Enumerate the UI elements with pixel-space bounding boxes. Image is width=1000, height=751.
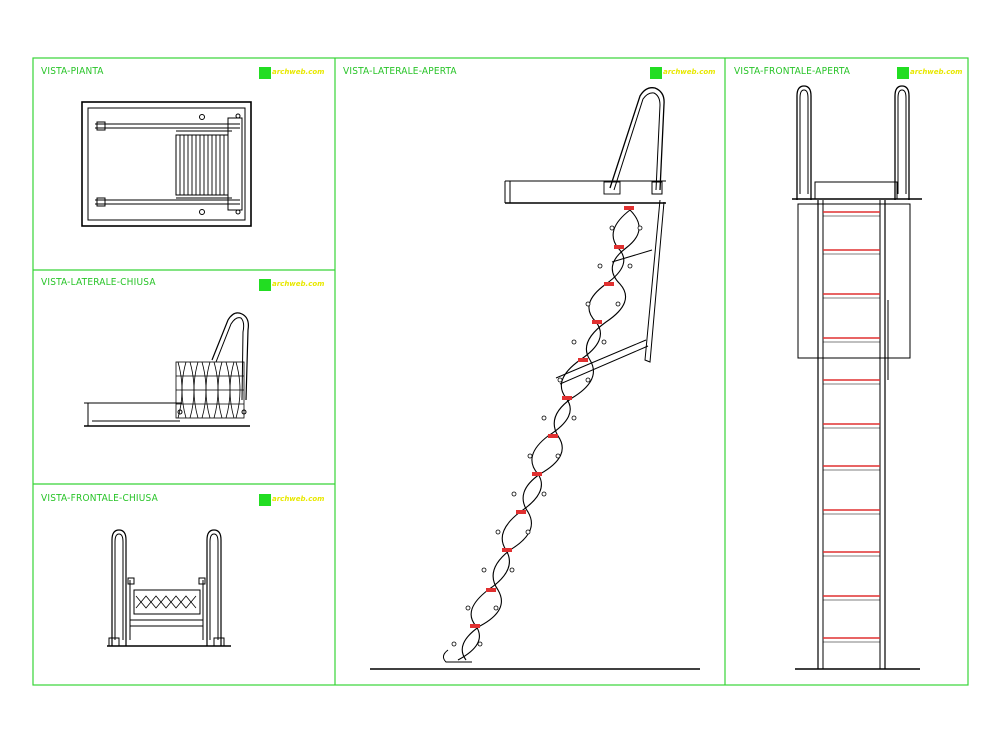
- badge-square-icon: [259, 279, 271, 291]
- panel-title-vista-pianta: VISTA-PIANTA: [41, 66, 104, 77]
- badge-text: archweb.com: [663, 68, 716, 76]
- badge-text: archweb.com: [272, 68, 325, 76]
- badge-text: archweb.com: [272, 495, 325, 503]
- badge-square-icon: [259, 67, 271, 79]
- badge-square-icon: [259, 494, 271, 506]
- panel-title-vista-frontale-chiusa: VISTA-FRONTALE-CHIUSA: [41, 493, 158, 504]
- badge-text: archweb.com: [272, 280, 325, 288]
- panel-title-vista-laterale-aperta: VISTA-LATERALE-APERTA: [343, 66, 457, 77]
- badge-square-icon: [897, 67, 909, 79]
- badge-text: archweb.com: [910, 68, 963, 76]
- panel-title-vista-frontale-aperta: VISTA-FRONTALE-APERTA: [734, 66, 851, 77]
- panel-title-vista-laterale-chiusa: VISTA-LATERALE-CHIUSA: [41, 277, 156, 288]
- badge-square-icon: [650, 67, 662, 79]
